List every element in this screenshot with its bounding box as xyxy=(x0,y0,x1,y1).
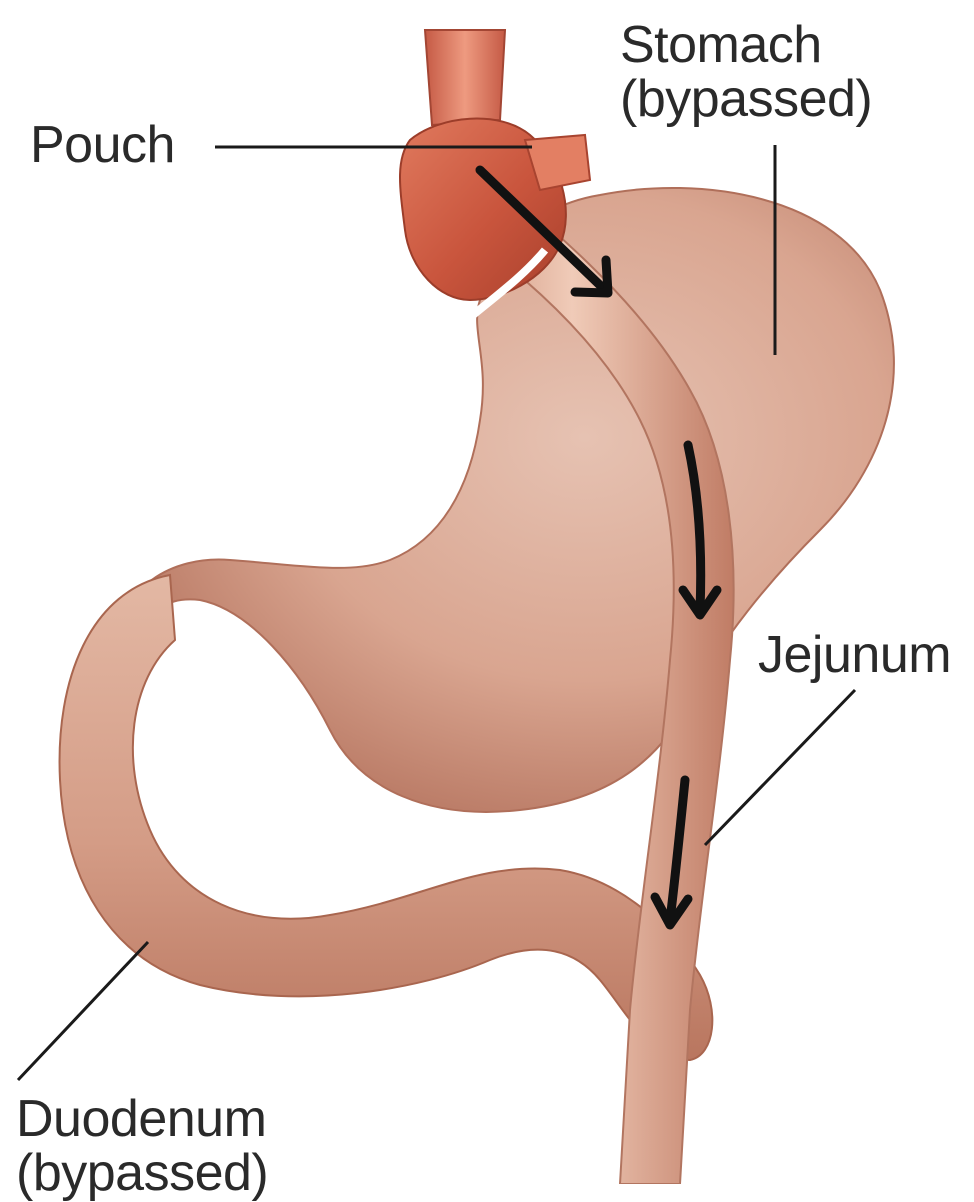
esophagus-shape xyxy=(425,30,505,125)
duodenum-label-line2: (bypassed) xyxy=(16,1146,268,1200)
jejunum-label: Jejunum xyxy=(758,628,951,682)
pouch-label: Pouch xyxy=(30,118,175,172)
stomach-label-line1: Stomach xyxy=(620,18,872,72)
leader-duodenum xyxy=(18,942,148,1080)
leader-jejunum xyxy=(705,690,855,845)
jejunum-label-text: Jejunum xyxy=(758,628,951,682)
duodenum-label-line1: Duodenum xyxy=(16,1092,268,1146)
stomach-label-line2: (bypassed) xyxy=(620,72,872,126)
stomach-label: Stomach (bypassed) xyxy=(620,18,872,126)
pouch-label-text: Pouch xyxy=(30,118,175,172)
